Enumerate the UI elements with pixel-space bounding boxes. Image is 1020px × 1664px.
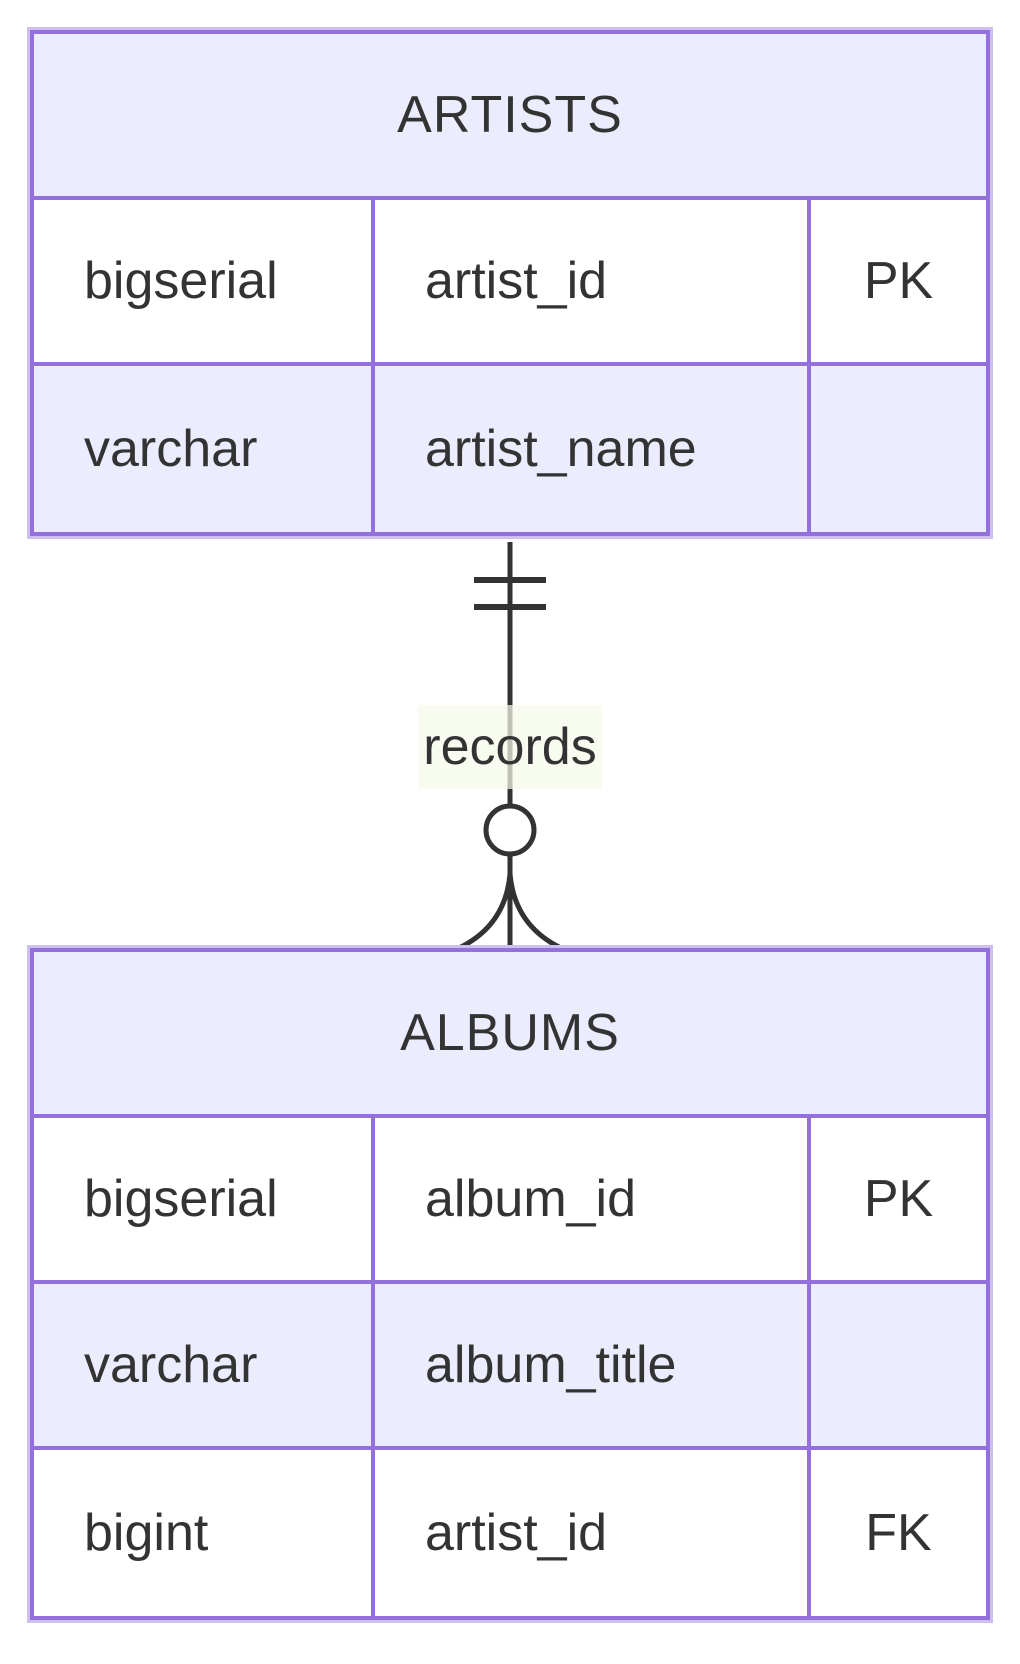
attribute-type-cell: varchar [34,1284,375,1446]
relationship-label: records [418,705,602,789]
entity-row: varchar album_title [34,1284,986,1450]
attribute-name-cell: album_title [375,1284,811,1446]
attribute-type-cell: bigserial [34,1118,375,1280]
entity-artists-title: ARTISTS [34,34,986,200]
attribute-name-cell: artist_id [375,1450,811,1616]
attribute-name-cell: album_id [375,1118,811,1280]
entity-albums-title: ALBUMS [34,952,986,1118]
cardinality-one-marker [474,577,546,610]
cardinality-zero-or-many-marker [457,803,563,951]
attribute-name-cell: artist_id [375,200,811,362]
attribute-name-cell: artist_name [375,366,811,532]
entity-albums: ALBUMS bigserial album_id PK varchar alb… [30,948,990,1620]
attribute-key-cell: PK [863,252,934,310]
attribute-key-cell: PK [863,1170,934,1228]
attribute-type-cell: bigint [34,1450,375,1616]
entity-row: bigserial album_id PK [34,1118,986,1284]
entity-row: bigint artist_id FK [34,1450,986,1616]
attribute-key-cell [811,1284,986,1446]
attribute-type-cell: bigserial [34,200,375,362]
entity-artists: ARTISTS bigserial artist_id PK varchar a… [30,30,990,536]
entity-row: varchar artist_name [34,366,986,532]
attribute-key-cell: FK [865,1504,932,1562]
entity-row: bigserial artist_id PK [34,200,986,366]
attribute-key-cell [811,366,986,532]
attribute-type-cell: varchar [34,366,375,532]
